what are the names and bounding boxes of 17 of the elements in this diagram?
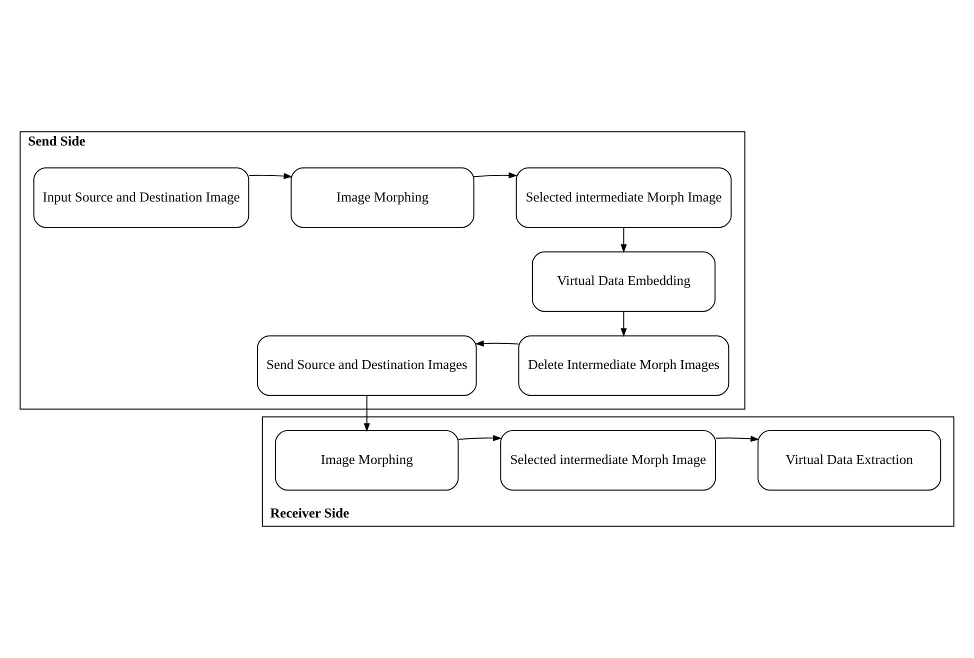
arrow — [475, 340, 519, 347]
node-box: Delete Intermediate Morph Images — [518, 335, 730, 396]
node-box: Selected intermediate Morph Image — [500, 430, 716, 491]
node-box: Virtual Data Embedding — [532, 251, 716, 312]
node-box: Virtual Data Extraction — [758, 430, 942, 491]
arrow — [458, 434, 502, 442]
node-box: Input Source and Destination Image — [33, 167, 250, 228]
node-box: Image Morphing — [275, 430, 459, 491]
node-box: Send Source and Destination Images — [257, 335, 477, 396]
arrow — [364, 394, 370, 432]
arrow — [716, 436, 760, 442]
arrow — [248, 172, 293, 180]
node-box: Image Morphing — [290, 167, 474, 228]
arrow — [620, 311, 627, 338]
arrow — [473, 172, 518, 178]
node-box: Selected intermediate Morph Image — [516, 167, 732, 228]
arrow — [620, 227, 627, 254]
